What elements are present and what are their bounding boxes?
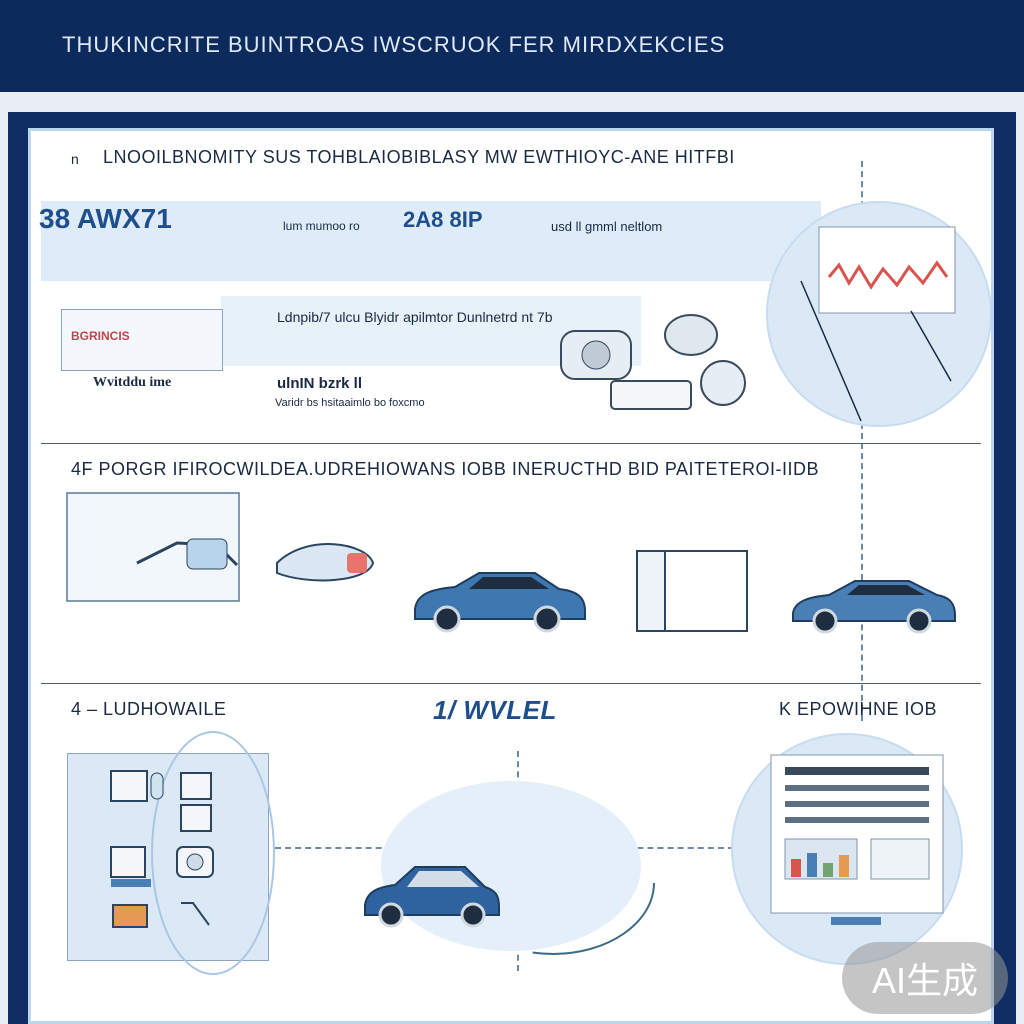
section1-big-label: 38 AWX71 — [39, 203, 172, 234]
section1-marker: n — [71, 151, 79, 167]
section1-label-b: 2A8 8IP — [403, 207, 483, 232]
car-icon-2 — [792, 580, 956, 634]
icon-grid-circle — [151, 731, 275, 975]
section1-badge-box — [61, 309, 223, 371]
page-title: THUKINCRITE BUINTROAS IWSCRUOK FER MIRDX… — [62, 32, 726, 57]
section1-label-g: Varidr bs hsitaaimlo bo foxcmo — [275, 397, 425, 409]
section1-label-d: Ldnpib/7 ulcu Blyidr apilmtor Dunlnetrd … — [277, 309, 553, 325]
section1-band — [41, 201, 821, 281]
section1-badge: BGRINCIS — [71, 329, 130, 343]
section1-label-f: ulnIN bzrk ll — [277, 375, 363, 392]
car-icon-1 — [414, 572, 586, 633]
mini-chart-icon — [818, 226, 956, 314]
folder-icon — [112, 904, 148, 928]
tool-icon — [181, 902, 210, 926]
laptop-icon — [110, 846, 151, 887]
guide-dashed-vertical — [861, 161, 863, 721]
document-icon — [180, 772, 212, 832]
section3-left-title: 4 – LUDHOWAILE — [71, 699, 227, 719]
section1-label-c: usd ll gmml neltlom — [551, 219, 663, 234]
section3-right-title: K EPOWIHNE IOB — [779, 699, 938, 719]
device-illustration — [560, 314, 746, 410]
section-divider-1 — [41, 443, 981, 444]
section2-title: 4F PORGR IFIROCWILDEA.UDREHIOWANS IOBB I… — [71, 459, 820, 479]
section1-label-a: lum mumoo ro — [283, 219, 360, 233]
header-bar: THUKINCRITE BUINTROAS IWSCRUOK FER MIRDX… — [0, 0, 1024, 92]
pointer-lines — [800, 280, 952, 422]
report-document-icon — [770, 754, 944, 925]
section1-title: LNOOILBNOMITY SUS TOHBLAIOBIBLASY MW EWT… — [103, 147, 735, 167]
gear-icon — [176, 846, 214, 878]
section-divider-2 — [41, 683, 981, 684]
cabinet-icon — [636, 550, 748, 632]
robot-arm-illustration — [66, 492, 375, 602]
section1-label-e: Wvitddu ime — [93, 375, 172, 390]
car-icon-3 — [364, 866, 500, 928]
section3-center-title: 1/ WVLEL — [433, 695, 557, 725]
watermark-badge: AI生成 — [842, 942, 1008, 1014]
main-panel: n LNOOILBNOMITY SUS TOHBLAIOBIBLASY MW E… — [28, 128, 994, 1024]
monitor-icon — [110, 770, 164, 802]
